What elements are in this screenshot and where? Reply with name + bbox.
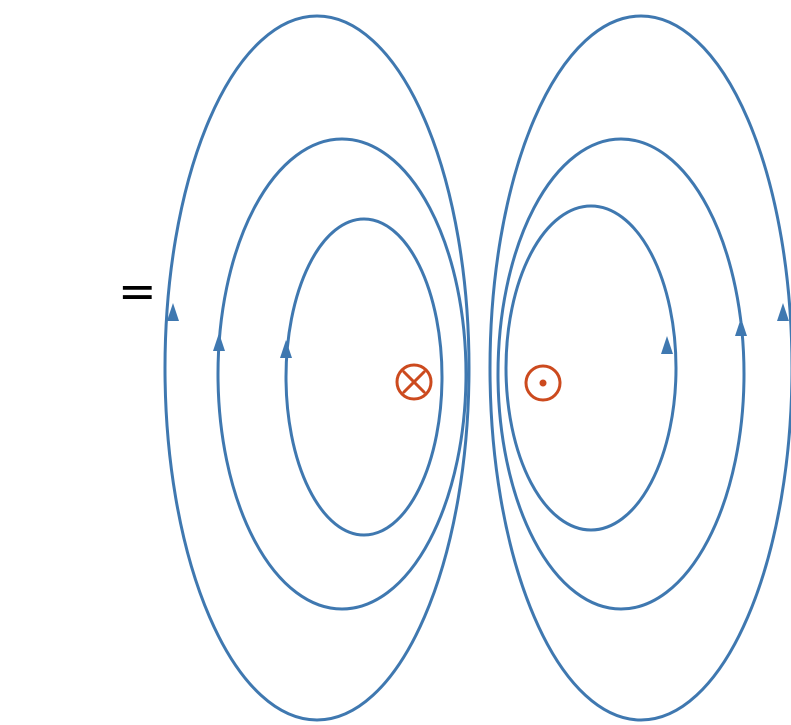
right-field-arrow-1 — [777, 303, 789, 321]
left-field-arrow-2 — [213, 333, 225, 351]
right-field-lines — [488, 14, 791, 722]
left-field-loop-3 — [284, 217, 444, 537]
left-field-arrow-3 — [280, 340, 292, 358]
left-field-loop-2 — [216, 137, 468, 611]
left-field-arrow-1 — [167, 303, 179, 321]
right-field-arrow-3 — [661, 336, 673, 354]
right-field-loop-3 — [504, 204, 678, 532]
left-field-lines — [163, 14, 471, 722]
left-conductor-cross-icon — [395, 363, 433, 401]
right-field-loop-1 — [488, 14, 791, 722]
right-field-loop-2 — [496, 137, 746, 611]
equals-sign: = — [118, 264, 157, 318]
right-conductor-dot-icon — [524, 364, 562, 402]
left-field-loop-1 — [163, 14, 471, 722]
right-field-arrow-2 — [735, 318, 747, 336]
